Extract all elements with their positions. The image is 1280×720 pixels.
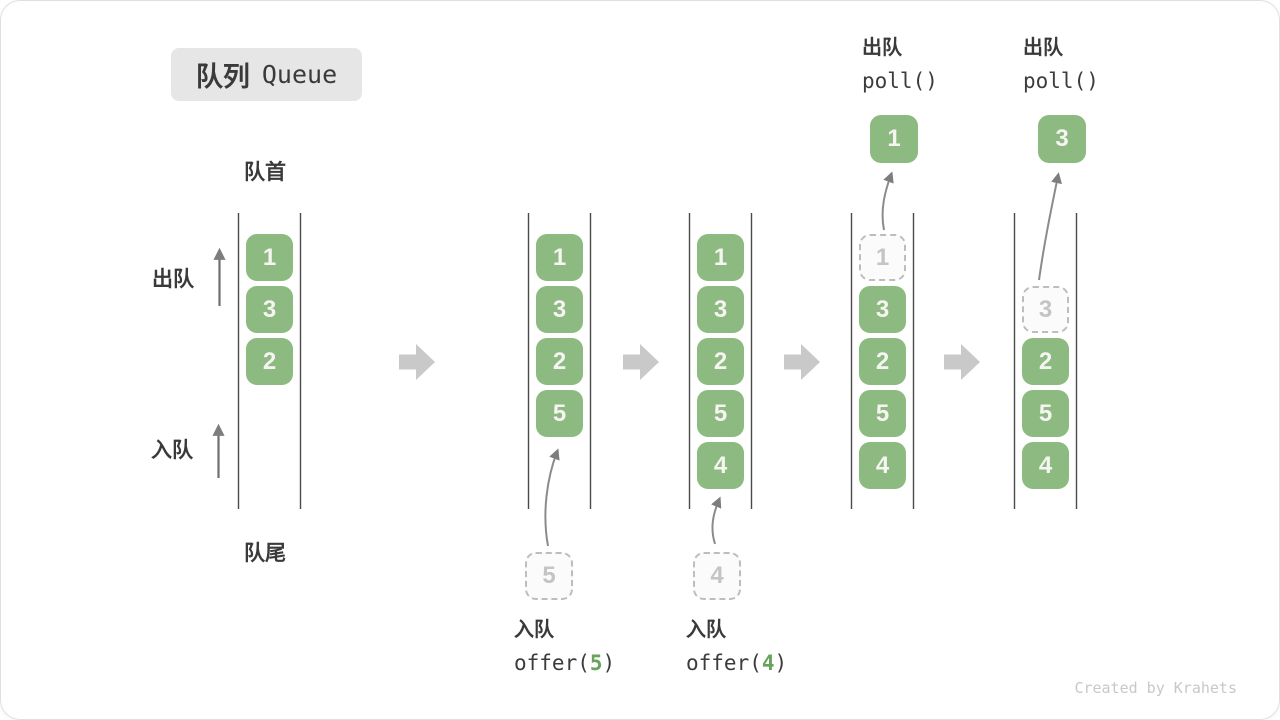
queue-cell: 5 [1022, 390, 1069, 437]
queue-cell: 2 [859, 338, 906, 385]
enqueue-arrow-icon [711, 496, 722, 545]
queue-cell: 3 [246, 286, 293, 333]
incoming-element-cell: 5 [525, 552, 573, 600]
queue-cell: 4 [859, 442, 906, 489]
code-close: ) [774, 651, 788, 675]
operation-code: offer(5) [514, 651, 615, 675]
queue-cell: 1 [246, 234, 293, 281]
operation-label: 出队 [862, 37, 902, 59]
title-zh: 队列 [195, 62, 250, 92]
incoming-element-cell: 4 [693, 552, 741, 600]
operation-label: 入队 [686, 619, 726, 641]
queue-cell: 1 [536, 234, 583, 281]
queue-cell: 4 [697, 442, 744, 489]
label-dequeue: 出队 [152, 268, 194, 291]
queue-cell: 3 [697, 286, 744, 333]
dequeue-operation: 出队 poll() [1023, 31, 1099, 93]
queue-channel-walls [237, 213, 1078, 509]
operation-label: 出队 [1023, 37, 1063, 59]
queue-cell: 2 [246, 338, 293, 385]
code-fn: offer( [686, 651, 762, 675]
block-arrow-icon [623, 344, 659, 380]
operation-code: offer(4) [686, 651, 787, 675]
watermark: Created by Krahets [1074, 679, 1237, 697]
code-fn: offer( [514, 651, 590, 675]
diagram-title: 队列 Queue [171, 48, 362, 101]
queue-cell: 2 [1022, 338, 1069, 385]
dequeue-operation: 出队 poll() [862, 31, 938, 93]
queue-cell: 1 [697, 234, 744, 281]
removed-element-cell: 1 [859, 234, 906, 281]
title-en: Queue [261, 60, 338, 89]
queue-cell: 3 [859, 286, 906, 333]
queue-cell: 5 [697, 390, 744, 437]
code-arg: 4 [761, 651, 775, 675]
label-enqueue: 入队 [151, 439, 193, 462]
block-arrow-icon [944, 344, 980, 380]
operation-code: poll() [862, 69, 938, 93]
queue-cell: 5 [859, 390, 906, 437]
enqueue-operation: 入队 offer(5) [514, 613, 615, 675]
queue-cell: 4 [1022, 442, 1069, 489]
outgoing-element-cell: 3 [1038, 115, 1086, 163]
step-arrows [399, 344, 980, 380]
enqueue-operation: 入队 offer(4) [686, 613, 787, 675]
queue-cell: 2 [697, 338, 744, 385]
block-arrow-icon [399, 344, 435, 380]
dequeue-arrow-icon [881, 171, 894, 231]
code-arg: 5 [589, 651, 603, 675]
queue-cell: 5 [536, 390, 583, 437]
operation-code: poll() [1023, 69, 1099, 93]
queue-cell: 2 [536, 338, 583, 385]
block-arrow-icon [784, 344, 820, 380]
removed-element-cell: 3 [1022, 286, 1069, 333]
label-queue-rear: 队尾 [244, 542, 286, 565]
operation-label: 入队 [514, 619, 554, 641]
dequeue-arrow-icon [1038, 172, 1062, 281]
enqueue-arrow-icon [544, 448, 560, 547]
outgoing-element-cell: 1 [870, 115, 918, 163]
code-close: ) [602, 651, 616, 675]
queue-cell: 3 [536, 286, 583, 333]
label-queue-front: 队首 [244, 161, 286, 184]
